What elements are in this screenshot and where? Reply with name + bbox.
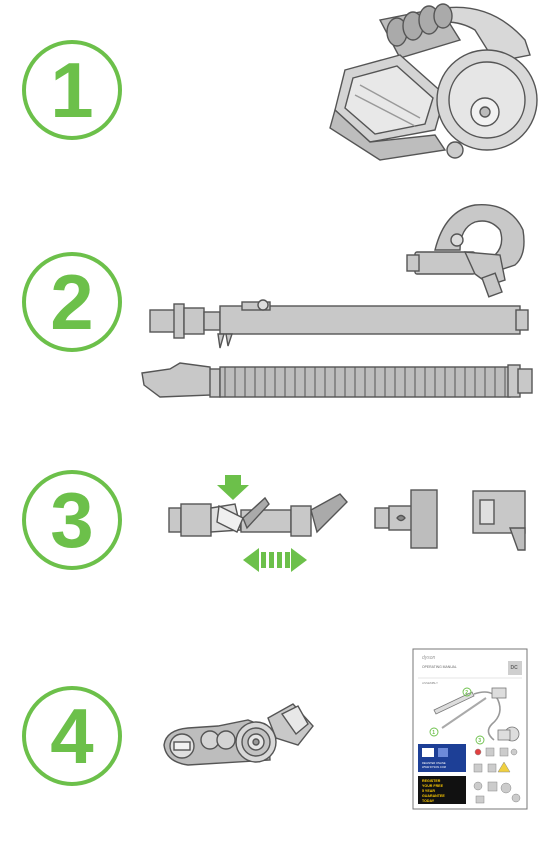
manual-register-line-4: GUARANTEE <box>422 794 445 798</box>
step-number: 3 <box>50 476 94 564</box>
step-badge-4: 4 <box>22 686 122 786</box>
stair-tool-icon <box>374 489 438 549</box>
floor-tool-icon <box>163 703 314 766</box>
combination-tool-icon <box>168 475 348 572</box>
manual-register-line-1: REGISTER <box>422 779 441 783</box>
crevice-tool-icon <box>472 490 526 551</box>
manual-badge: DC <box>511 665 519 671</box>
step-badge-2: 2 <box>22 252 122 352</box>
step-number: 4 <box>50 692 94 780</box>
step-badge-3: 3 <box>22 470 122 570</box>
hose-icon <box>141 362 533 398</box>
step-number: 1 <box>50 46 94 134</box>
manual-title: OPERATING MANUAL <box>422 665 457 669</box>
operating-manual-icon: dyson OPERATING MANUAL DC ASSEMBLY 2 1 3… <box>412 648 528 810</box>
extend-arrows-icon <box>243 548 307 572</box>
manual-brand: dyson <box>422 655 436 661</box>
manual-register-line-2: YOUR FREE <box>422 784 444 788</box>
vacuum-cleaner-body-icon <box>329 3 538 161</box>
manual-blue-line-2: WWW.DYSON.COM <box>422 765 446 769</box>
wand-tube-icon <box>149 299 529 349</box>
press-down-arrow-icon <box>217 475 249 500</box>
wand-handle-icon <box>406 204 525 298</box>
step-number: 2 <box>50 258 94 346</box>
manual-register-line-5: TODAY <box>422 799 435 803</box>
step-badge-1: 1 <box>22 40 122 140</box>
manual-inner-step-2: 2 <box>465 690 468 696</box>
manual-blue-line-1: REGISTER ONLINE <box>422 761 446 765</box>
manual-inner-step-3: 3 <box>478 738 481 744</box>
manual-inner-step-1: 1 <box>432 730 435 736</box>
manual-subtitle: ASSEMBLY <box>422 681 438 685</box>
manual-register-line-3: 5 YEAR <box>422 789 435 793</box>
